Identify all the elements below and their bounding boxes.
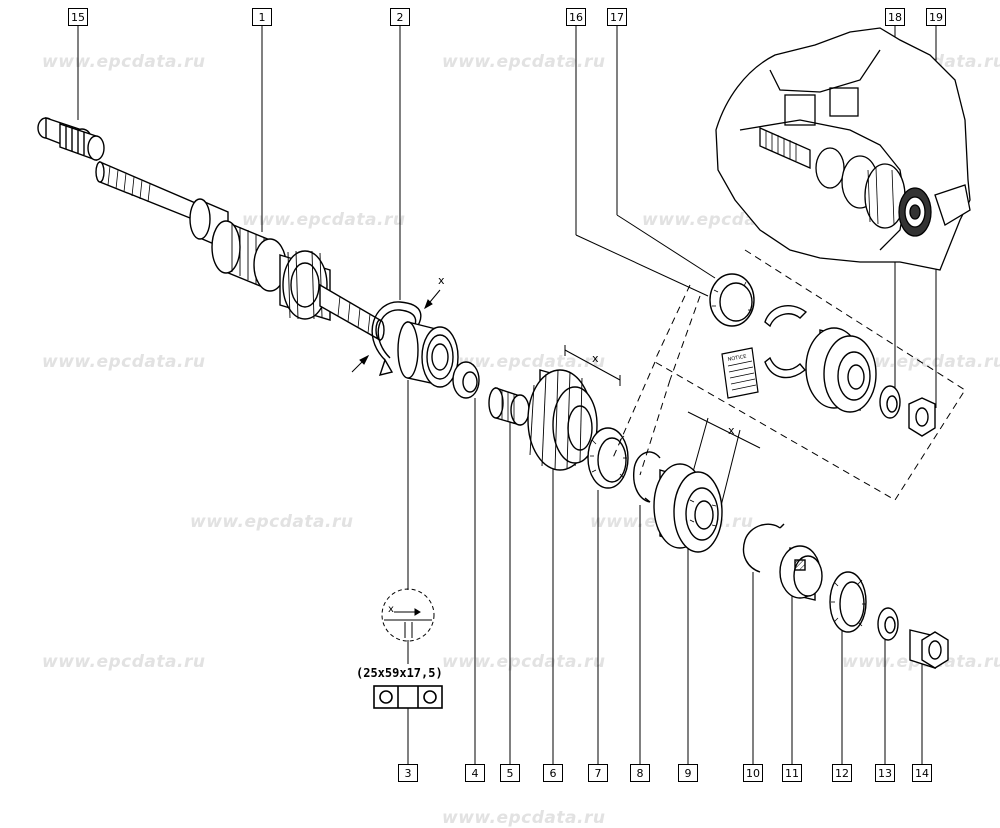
part-16-synchro-ring <box>709 273 755 327</box>
callout-5: 5 <box>500 764 520 782</box>
dim-x-label: x <box>728 424 735 437</box>
callout-4: 4 <box>465 764 485 782</box>
callout-12: 12 <box>832 764 852 782</box>
watermark: www.epcdata.ru <box>42 52 206 72</box>
bearing-symbol-icon <box>373 685 443 709</box>
watermark: www.epcdata.ru <box>442 352 606 372</box>
part-12-synchro-ring <box>829 571 867 633</box>
part-10-spring <box>742 523 785 573</box>
notice-document-icon <box>721 347 759 399</box>
callout-3: 3 <box>398 764 418 782</box>
callout-15: 15 <box>68 8 88 26</box>
part-7-synchro-ring <box>587 427 629 489</box>
callout-6: 6 <box>543 764 563 782</box>
watermark: www.epcdata.ru <box>442 52 606 72</box>
part-6-fifth-gear <box>527 369 598 471</box>
watermark: www.epcdata.ru <box>190 512 354 532</box>
bearing-size-spec: (25x59x17,5) <box>356 666 443 680</box>
callout-9: 9 <box>678 764 698 782</box>
part-1-primary-shaft <box>95 160 385 342</box>
part-15-pilot-bearing <box>37 117 105 161</box>
callout-14: 14 <box>912 764 932 782</box>
callout-10: 10 <box>743 764 763 782</box>
gearbox-assembly-inset <box>715 27 971 271</box>
part-13-lock-washer <box>877 607 899 641</box>
watermark: www.epcdata.ru <box>442 652 606 672</box>
part-2-circlip <box>371 301 422 376</box>
part-8-spring <box>633 451 661 503</box>
callout-16: 16 <box>566 8 586 26</box>
part-9-synchro-hub <box>653 463 723 553</box>
part-14-nut <box>909 629 949 669</box>
upper-synchro-hub <box>805 327 877 413</box>
callout-1: 1 <box>252 8 272 26</box>
watermark: www.epcdata.ru <box>242 210 406 230</box>
part-3-ball-bearing <box>397 321 459 388</box>
watermark: www.epcdata.ru <box>42 652 206 672</box>
part-19-nut <box>908 397 936 437</box>
watermark: www.epcdata.ru <box>42 352 206 372</box>
callout-7: 7 <box>588 764 608 782</box>
part-4-washer <box>452 361 480 399</box>
callout-13: 13 <box>875 764 895 782</box>
callout-17: 17 <box>607 8 627 26</box>
callout-19: 19 <box>926 8 946 26</box>
callout-8: 8 <box>630 764 650 782</box>
bearing-detail-x-label: x <box>388 604 394 615</box>
dashed-assembly-boundary <box>611 249 966 501</box>
dim-x-label: x <box>438 274 445 287</box>
part-11-sliding-sleeve <box>779 545 823 601</box>
callout-2: 2 <box>390 8 410 26</box>
dimension-x-arrows <box>351 289 761 511</box>
part-5-needle-bearing <box>488 387 530 426</box>
callout-18: 18 <box>885 8 905 26</box>
callout-11: 11 <box>782 764 802 782</box>
dim-x-label: x <box>592 352 599 365</box>
bearing-detail-inset <box>381 588 435 642</box>
part-18-lock-washer <box>879 385 901 419</box>
notice-document-label: NOTICE <box>727 354 747 363</box>
part-17-shift-keys <box>764 304 808 379</box>
